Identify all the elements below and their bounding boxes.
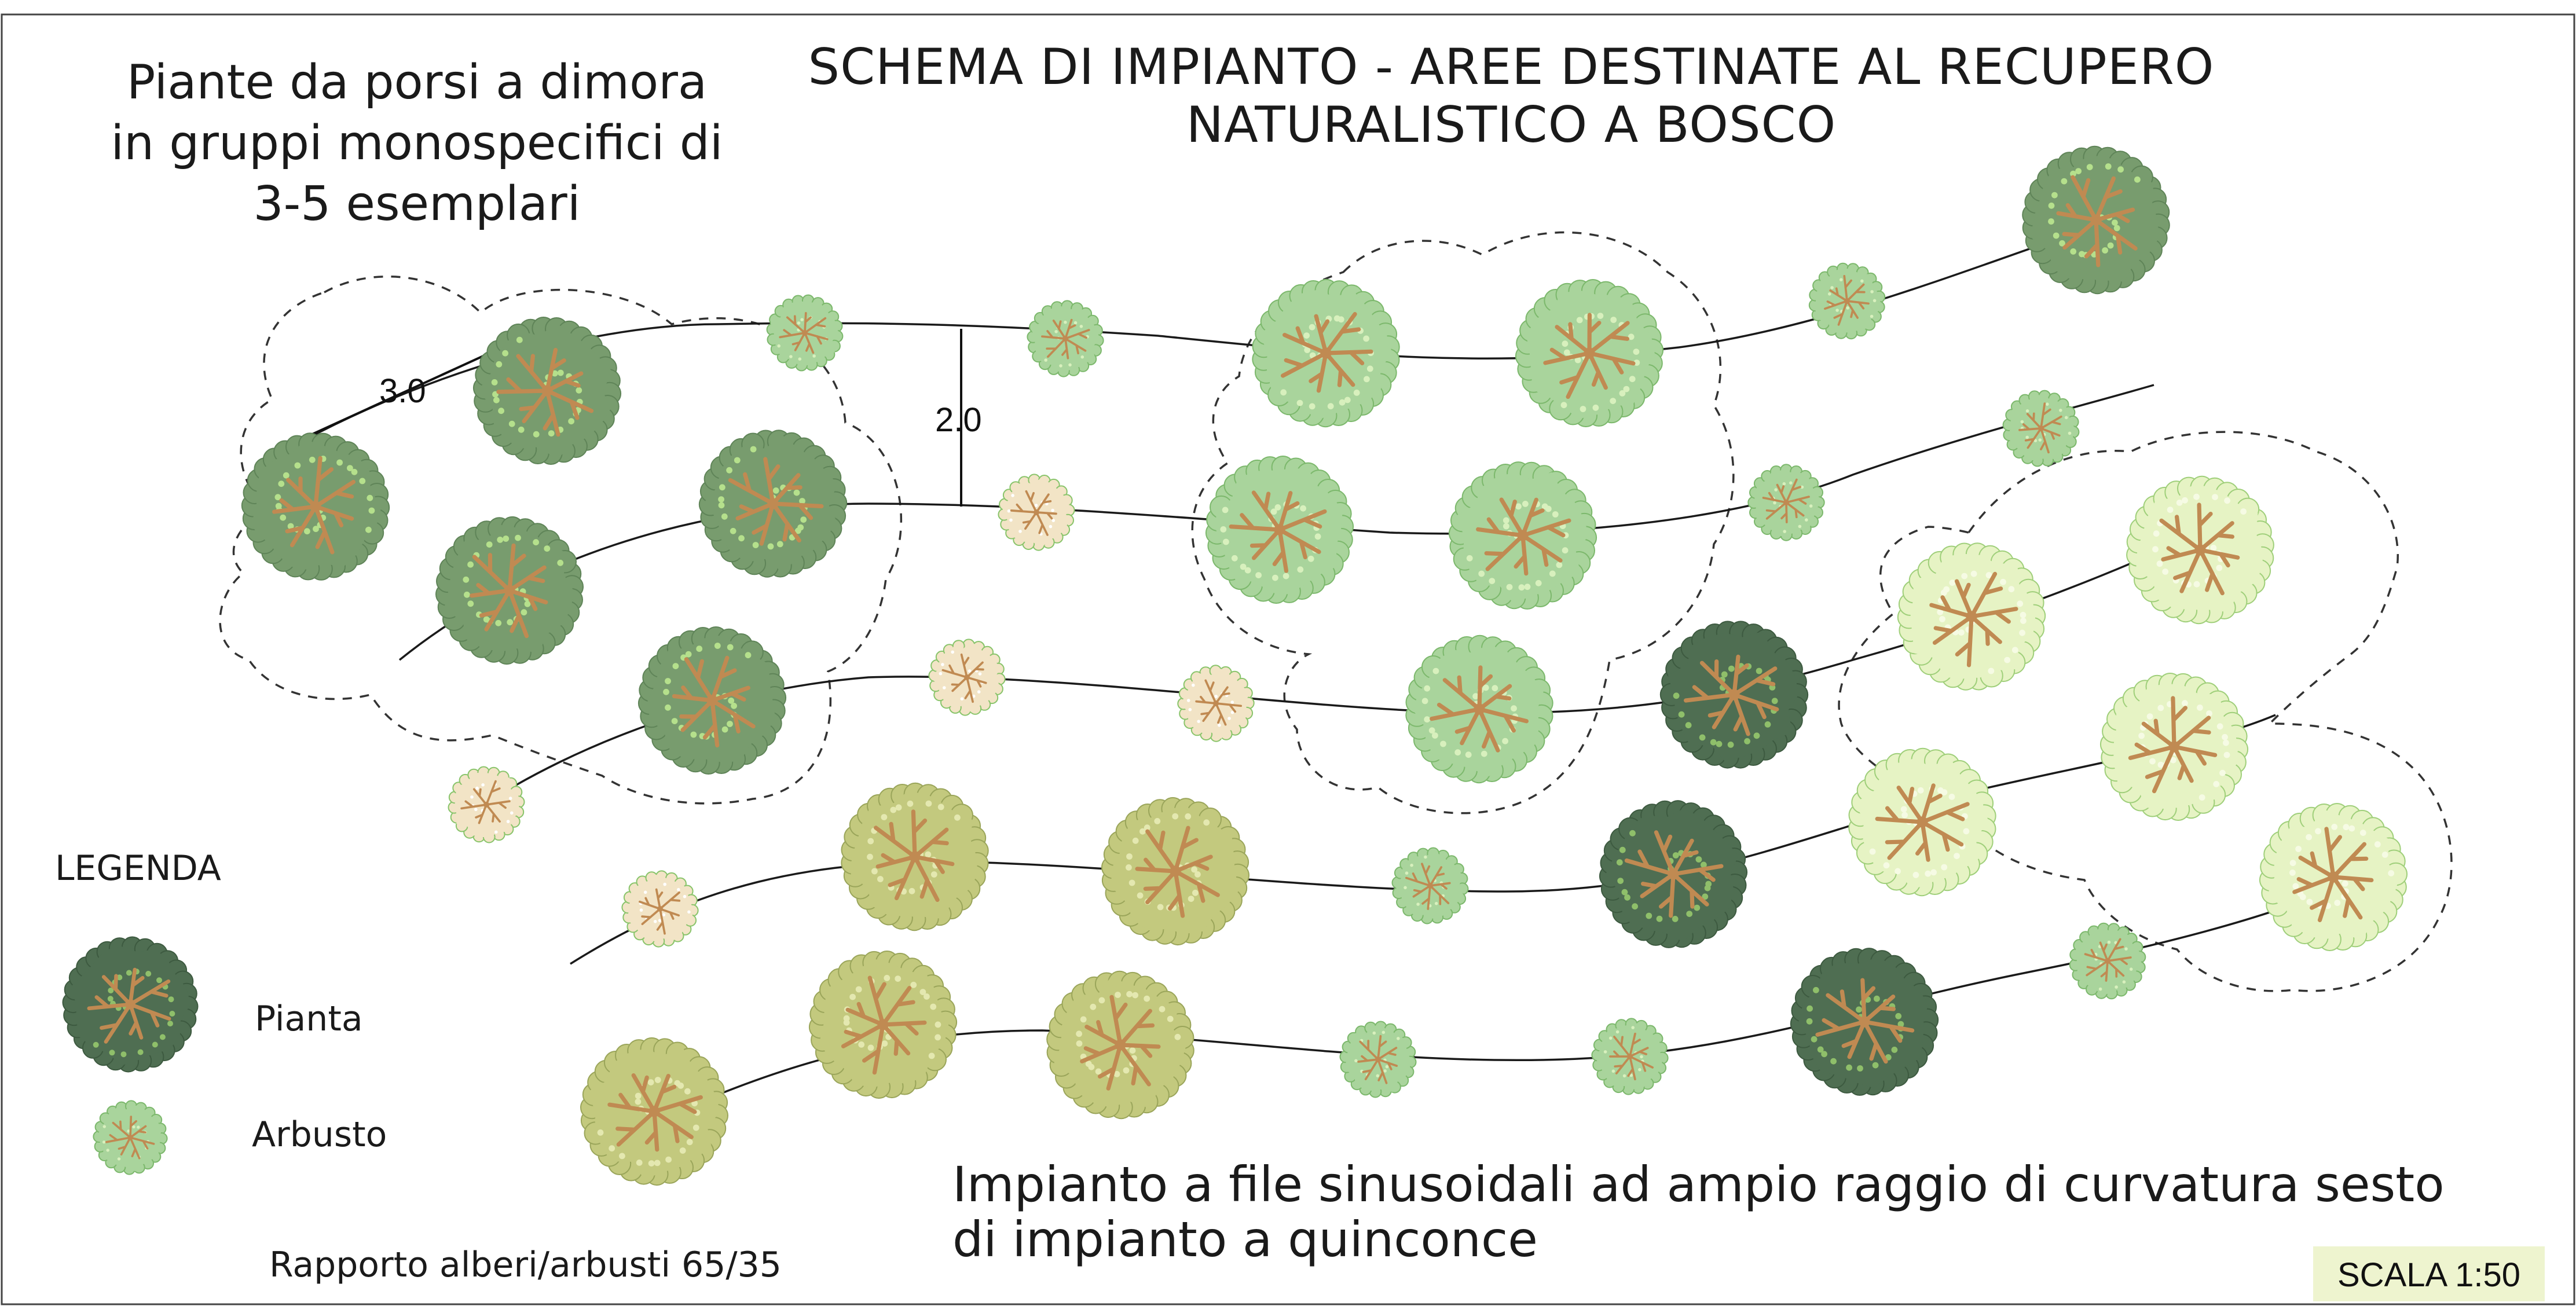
shrub-symbol xyxy=(621,870,699,948)
description-line-2: di impianto a quinconce xyxy=(952,1211,1538,1268)
shrub-symbol xyxy=(1591,1018,1669,1095)
cluster-outline-light xyxy=(1191,231,1735,815)
dimension-label-tree-spacing: 3.0 xyxy=(379,372,426,410)
tree-symbol xyxy=(1790,948,1939,1096)
shrub-symbol xyxy=(448,766,525,843)
tree-symbol xyxy=(1101,797,1250,946)
tree-symbol xyxy=(1405,634,1553,784)
description-line-1: Impianto a file sinusoidali ad ampio rag… xyxy=(952,1156,2445,1213)
shrub-symbol xyxy=(928,639,1006,716)
scale-label: SCALA 1:50 xyxy=(2337,1256,2520,1294)
group-note-line-1: Piante da porsi a dimora xyxy=(127,55,707,110)
tree-symbol xyxy=(1897,542,2046,691)
shrub-symbol xyxy=(1808,262,1886,340)
group-note-line-3: 3-5 esemplari xyxy=(253,177,580,232)
tree-icon xyxy=(62,936,199,1073)
shrub-symbol xyxy=(1177,665,1255,742)
tree-symbol xyxy=(1515,279,1664,427)
scale-box xyxy=(2313,1246,2545,1301)
shrub-symbol xyxy=(1747,464,1825,541)
tree-symbol xyxy=(808,951,958,1099)
tree-symbol xyxy=(472,317,622,465)
tree-symbol xyxy=(241,432,390,581)
ratio-label: Rapporto alberi/arbusti 65/35 xyxy=(269,1245,782,1285)
shrub-symbol xyxy=(998,474,1075,551)
tree-icon xyxy=(62,936,199,1073)
legend-label-shrub: Arbusto xyxy=(252,1114,387,1155)
tree-symbol xyxy=(637,626,787,775)
dimension-label-row-spacing: 2.0 xyxy=(935,401,982,439)
shrub-icon xyxy=(93,1100,168,1175)
legend-label-tree: Pianta xyxy=(255,999,363,1039)
title-line-2: NATURALISTICO A BOSCO xyxy=(1186,96,1837,154)
tree-symbol xyxy=(698,430,848,578)
cluster-outline-dark xyxy=(219,275,903,805)
legend: LEGENDA Pianta Arbusto xyxy=(55,848,387,1175)
shrub-symbol xyxy=(1339,1021,1417,1098)
tree-symbol xyxy=(2259,803,2408,952)
shrub-symbol xyxy=(2002,390,2080,467)
tree-symbol xyxy=(1659,621,1809,769)
shrub-icon xyxy=(93,1100,168,1175)
group-note-line-2: in gruppi monospecifici di xyxy=(111,116,723,171)
tree-symbol xyxy=(1599,800,1748,948)
shrub-symbol xyxy=(1391,847,1469,925)
tree-symbol xyxy=(1448,461,1597,610)
shrub-symbol xyxy=(2069,922,2146,1000)
shrub-symbol xyxy=(766,294,844,372)
tree-symbol xyxy=(1252,278,1400,428)
tree-symbol xyxy=(2022,145,2170,295)
tree-symbol xyxy=(2126,475,2274,625)
cluster-outline-pale xyxy=(1838,431,2453,992)
plant-symbols xyxy=(241,145,2408,1186)
title-line-1: SCHEMA DI IMPIANTO - AREE DESTINATE AL R… xyxy=(808,38,2215,96)
tree-symbol xyxy=(841,782,989,931)
cluster-outlines xyxy=(219,231,2453,992)
shrub-symbol xyxy=(1027,300,1104,377)
legend-heading: LEGENDA xyxy=(55,848,221,889)
tree-symbol xyxy=(1848,747,1996,897)
planting-row xyxy=(570,714,2276,965)
tree-symbol xyxy=(580,1037,729,1186)
tree-symbol xyxy=(1046,970,1194,1120)
tree-symbol xyxy=(1205,456,1354,604)
tree-symbol xyxy=(2099,673,2249,821)
tree-symbol xyxy=(435,516,584,665)
